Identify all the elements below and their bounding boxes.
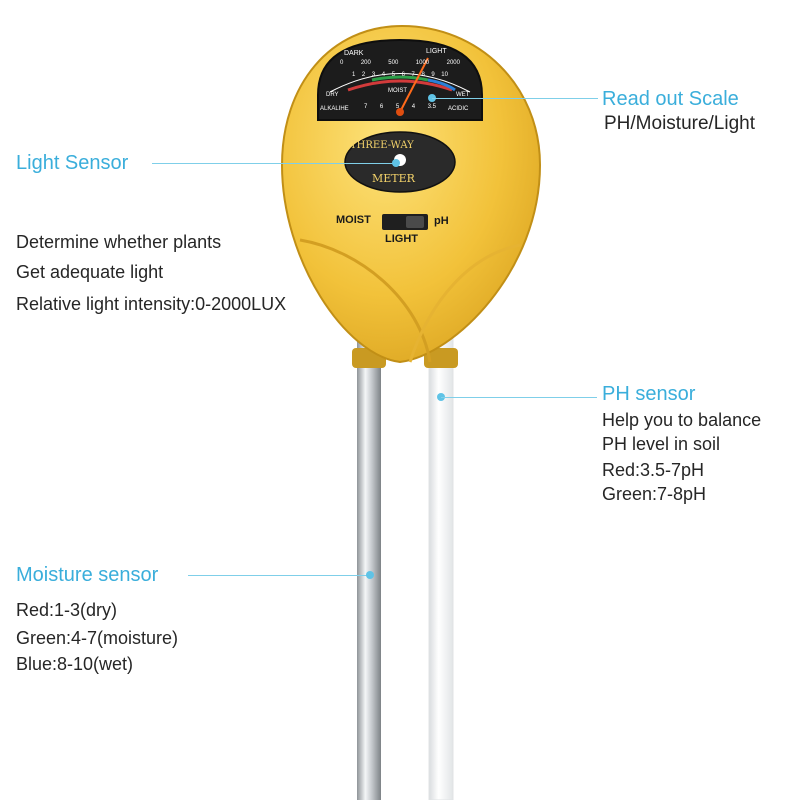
light-scale-tick-0: 0	[340, 60, 344, 66]
light-leader-line	[152, 163, 396, 164]
ph-scale-tick-1: 6	[379, 104, 384, 110]
dial-light-scale: 0 200 500 1000 2000	[340, 60, 460, 66]
moisture-pointer-dot	[366, 571, 374, 579]
moist-scale-tick-2: 3	[371, 72, 376, 78]
moist-scale-tick-8: 9	[431, 72, 435, 78]
dial-alkaline-label: ALKALIHE	[320, 106, 349, 112]
ph-desc-line-1: Help you to balance	[602, 410, 762, 430]
light-desc-line-1: Determine whether plants	[16, 232, 222, 252]
moisture-probe	[357, 330, 381, 800]
dial-ph-scale: 7 6 5 4 3.5	[364, 104, 436, 110]
readout-title: Read out Scale	[602, 88, 739, 110]
light-desc-line-3: Relative light intensity:0-2000LUX	[16, 294, 287, 314]
light-scale-tick-3: 1000	[415, 60, 430, 66]
moist-scale-tick-5: 6	[401, 72, 405, 78]
light-scale-tick-1: 200	[360, 60, 371, 66]
ph-probe	[428, 329, 454, 800]
moisture-desc-line-3: Blue:8-10(wet)	[16, 654, 134, 674]
moist-scale-tick-4: 5	[391, 72, 396, 78]
dial-light-label: LIGHT	[426, 48, 447, 55]
ph-sensor-title: PH sensor	[602, 383, 696, 405]
moist-scale-tick-7: 8	[421, 72, 425, 78]
badge-top-text: THREE-WAY	[350, 140, 414, 151]
light-pointer-dot	[392, 159, 400, 167]
moisture-sensor-title: Moisture sensor	[16, 564, 159, 586]
ph-desc-line-2: PH level in soil	[602, 434, 721, 454]
light-sensor-title: Light Sensor	[16, 152, 129, 174]
switch-moist-label: MOIST	[336, 214, 371, 226]
dial-moist-label: MOIST	[388, 88, 407, 94]
light-scale-tick-2: 500	[388, 60, 399, 66]
dial-dark-label: DARK	[344, 50, 364, 57]
badge-bottom-text: METER	[372, 172, 415, 185]
readout-leader-line	[432, 98, 598, 99]
dial-wet-label: WET	[456, 92, 470, 98]
light-desc-line-2: Get adequate light	[16, 262, 164, 282]
ph-desc-line-4: Green:7-8pH	[602, 484, 707, 504]
moist-scale-tick-9: 10	[441, 72, 448, 78]
ph-scale-tick-3: 4	[411, 104, 416, 110]
ph-scale-tick-0: 7	[364, 104, 368, 110]
moist-scale-tick-0: 1	[352, 72, 356, 78]
ph-scale-tick-4: 3.5	[427, 104, 436, 110]
dial-acidic-label: ACIDIC	[448, 106, 469, 112]
moisture-desc-line-1: Red:1-3(dry)	[16, 600, 118, 620]
moisture-desc-line-2: Green:4-7(moisture)	[16, 628, 179, 648]
moist-scale-tick-1: 2	[361, 72, 366, 78]
ph-leader-line	[441, 397, 597, 398]
dial-dry-label: DRY	[326, 92, 339, 98]
light-scale-tick-4: 2000	[446, 60, 460, 66]
ph-desc-line-3: Red:3.5-7pH	[602, 460, 705, 480]
ph-scale-tick-2: 5	[395, 104, 400, 110]
moisture-leader-line	[188, 575, 370, 576]
switch-ph-label: pH	[434, 215, 449, 227]
switch-light-label: LIGHT	[385, 233, 418, 245]
readout-description: PH/Moisture/Light	[604, 113, 756, 134]
moist-scale-tick-3: 4	[381, 72, 386, 78]
moist-scale-tick-6: 7	[411, 72, 415, 78]
